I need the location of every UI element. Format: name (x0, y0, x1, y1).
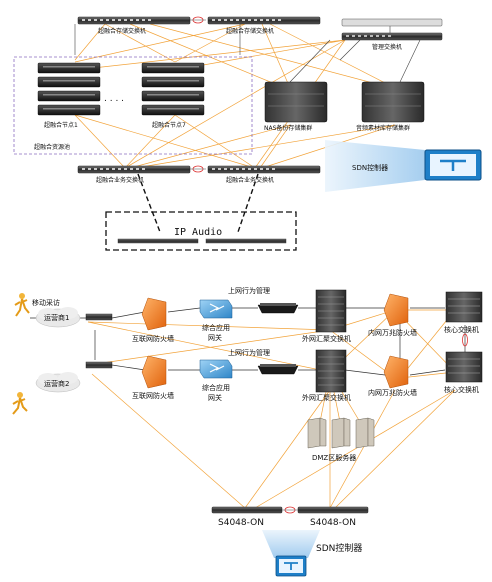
gw-1-label-line1: 综合应用 (202, 323, 230, 332)
s4048-2-label: S4048-ON (310, 518, 356, 528)
isp2-label: 运营商2 (44, 379, 69, 388)
switch-stack-link (190, 16, 206, 24)
behavior-mgmt-1: 上网行为管理 (228, 286, 299, 314)
core-2-label: 核心交换机 (444, 385, 479, 394)
core-switch-2: 核心交换机 (444, 351, 483, 394)
s4048-switch-1: S4048-ON (211, 506, 283, 528)
biz-switch-2: 超融合业务交换机 (207, 165, 321, 184)
sdn-controller-top: SDN控制器 (325, 140, 482, 192)
core-1-label: 核心交换机 (444, 325, 479, 334)
behavior-1-label: 上网行为管理 (228, 286, 270, 295)
biz-switch-1: 超融合业务交换机 (77, 165, 191, 184)
isp1-cloud: 运营商1 (35, 307, 81, 328)
bottom-dark-links (30, 307, 466, 376)
gw-2-label-line1: 综合应用 (202, 383, 230, 392)
storage-switch-2: 超融合存储交换机 (207, 16, 321, 35)
isp2-cloud: 运营商2 (35, 372, 81, 393)
intranet-firewall-2: 内网万兆防火墙 (368, 355, 417, 397)
storage-switch-2-label: 超融合存储交换机 (226, 27, 274, 35)
resource-pool: 超融合节点1 . . . . 超融合节点7 超融合资源池 (13, 56, 253, 155)
fw-internet-2-label: 互联网防火墙 (132, 391, 174, 400)
bottom-orange-links (87, 309, 456, 509)
node-1-label: 超融合节点1 (44, 121, 78, 129)
dmz-servers: DMZ区服务器 (307, 417, 375, 462)
ext-agg-1-label: 外网汇聚交换机 (302, 334, 351, 343)
top-links (74, 23, 396, 169)
s4048-1-label: S4048-ON (218, 518, 264, 528)
fw-intranet-1-label: 内网万兆防火墙 (368, 328, 417, 337)
nas-cluster: NAS备份存储集群 (264, 81, 328, 132)
biz-switch-link (190, 165, 206, 173)
behavior-2-label: 上网行为管理 (228, 348, 270, 357)
sdn-controller-bottom: SDN控制器 (262, 530, 362, 577)
ip-audio-box: IP Audio (105, 173, 297, 251)
behavior-mgmt-2: 上网行为管理 (228, 348, 299, 375)
ip-audio-label: IP Audio (174, 227, 222, 238)
s4048-switch-2: S4048-ON (297, 506, 369, 528)
storage-switch-1-label: 超融合存储交换机 (98, 27, 146, 35)
field-person (12, 392, 28, 415)
internet-firewall-1: 互联网防火墙 (132, 297, 174, 343)
core-switch-1: 核心交换机 (444, 291, 483, 334)
storage-switch-1: 超融合存储交换机 (77, 16, 191, 35)
mobile-person: 移动采访 (14, 293, 60, 317)
audio-cluster: 音频素材库存储集群 (356, 81, 425, 132)
mgmt-switch-label: 管理交换机 (372, 43, 402, 51)
node-ellipsis: . . . . (104, 94, 124, 104)
edge-router-2 (85, 361, 113, 369)
audio-cluster-label: 音频素材库存储集群 (356, 124, 410, 132)
ext-agg-switch-1: 外网汇聚交换机 (302, 289, 351, 343)
sdn-controller-top-label: SDN控制器 (352, 163, 388, 172)
edge-router-1 (85, 313, 113, 321)
internet-firewall-2: 互联网防火墙 (132, 355, 174, 400)
s4048-link (282, 506, 298, 514)
app-gateway-1: 综合应用 网关 (199, 299, 233, 342)
app-gateway-2: 综合应用 网关 (199, 359, 233, 402)
sdn-controller-bottom-label: SDN控制器 (316, 542, 362, 554)
intranet-firewall-1: 内网万兆防火墙 (368, 293, 417, 337)
pool-label: 超融合资源池 (34, 143, 70, 151)
node-1-servers (37, 62, 101, 116)
nas-cluster-label: NAS备份存储集群 (264, 124, 312, 132)
node-7-label: 超融合节点7 (152, 121, 186, 129)
mobile-interview-label: 移动采访 (32, 298, 60, 307)
ext-agg-2-label: 外网汇聚交换机 (302, 393, 351, 402)
mgmt-switch: 管理交换机 (341, 18, 443, 51)
gw-2-label-line2: 网关 (208, 393, 222, 402)
biz-switch-2-label: 超融合业务交换机 (226, 176, 274, 184)
node-7-servers (141, 62, 205, 116)
dmz-label: DMZ区服务器 (312, 453, 356, 462)
core-switch-link (462, 333, 468, 347)
isp1-label: 运营商1 (44, 313, 69, 322)
ext-agg-switch-2: 外网汇聚交换机 (302, 349, 351, 402)
fw-internet-1-label: 互联网防火墙 (132, 334, 174, 343)
biz-switch-1-label: 超融合业务交换机 (96, 176, 144, 184)
fw-intranet-2-label: 内网万兆防火墙 (368, 388, 417, 397)
gw-1-label-line2: 网关 (208, 333, 222, 342)
